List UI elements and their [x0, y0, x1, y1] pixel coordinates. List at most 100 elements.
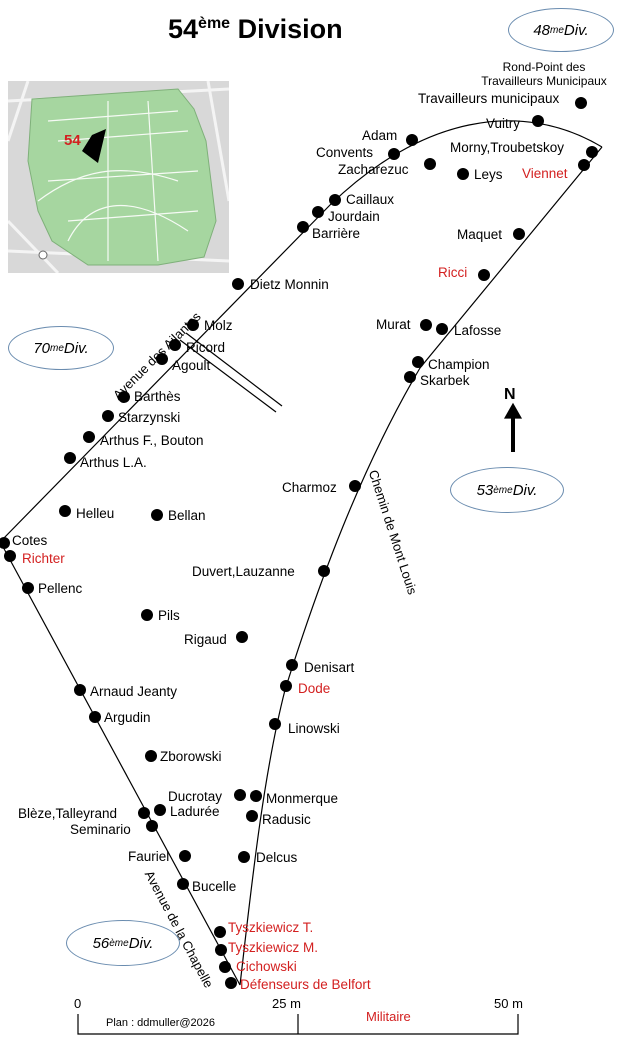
grave-marker	[219, 961, 231, 973]
page-title: 54ème Division	[168, 14, 343, 44]
grave-label: Starzynski	[118, 410, 181, 425]
grave-label: Dode	[298, 681, 331, 696]
grave-label: Seminario	[70, 822, 131, 837]
grave-label: Caillaux	[346, 192, 395, 207]
grave-marker	[102, 410, 114, 422]
grave-marker	[478, 269, 490, 281]
grave-marker	[232, 278, 244, 290]
scale-50m: 50 m	[494, 996, 523, 1011]
grave-marker	[4, 550, 16, 562]
grave-label: Richter	[22, 551, 65, 566]
grave-label: Maquet	[457, 227, 503, 242]
grave-marker	[141, 609, 153, 621]
grave-label: Défenseurs de Belfort	[240, 977, 371, 992]
grave-marker	[318, 565, 330, 577]
grave-label: Fauriel	[128, 849, 170, 864]
grave-marker	[234, 789, 246, 801]
grave-marker	[349, 480, 361, 492]
grave-label: Cichowski	[236, 959, 297, 974]
grave-marker	[297, 221, 309, 233]
grave-marker	[225, 977, 237, 989]
grave-label: Lafosse	[454, 323, 502, 338]
division-outline	[1, 120, 603, 1035]
grave-marker	[575, 97, 587, 109]
avenue-ailantes-line	[1, 120, 603, 541]
grave-marker	[250, 790, 262, 802]
grave-marker	[145, 750, 157, 762]
grave-label: Arthus L.A.	[80, 455, 147, 470]
grave-marker	[280, 680, 292, 692]
avenue-chapelle-line	[1, 544, 241, 986]
grave-marker	[513, 228, 525, 240]
grave-label: Molz	[204, 318, 233, 333]
grave-label: Dietz Monnin	[250, 277, 329, 292]
militaire-label: Militaire	[366, 1009, 411, 1024]
grave-label: Jourdain	[328, 209, 380, 224]
scale-zero: 0	[74, 996, 82, 1011]
grave-label: Adam	[362, 128, 398, 143]
grave-label: Duvert,Lauzanne	[192, 564, 295, 579]
grave-label: Champion	[428, 357, 490, 372]
grave-marker	[269, 718, 281, 730]
inset-location-map: 54	[8, 81, 229, 273]
grave-label: Skarbek	[420, 373, 470, 388]
grave-label: Radusic	[262, 812, 311, 827]
grave-label: Travailleurs municipaux	[418, 91, 560, 106]
grave-marker	[156, 353, 168, 365]
grave-marker	[74, 684, 86, 696]
grave-label: Pils	[158, 608, 180, 623]
grave-label: Rigaud	[184, 632, 227, 647]
scale-25m: 25 m	[272, 996, 301, 1011]
grave-marker	[412, 356, 424, 368]
grave-marker	[83, 431, 95, 443]
grave-label: Linowski	[288, 721, 340, 736]
grave-marker	[169, 339, 181, 351]
grave-marker	[179, 850, 191, 862]
grave-marker	[424, 158, 436, 170]
path-line-b	[185, 332, 283, 407]
north-label: N	[504, 386, 516, 403]
grave-marker	[457, 168, 469, 180]
grave-label: Zborowski	[160, 749, 222, 764]
grave-marker	[246, 810, 258, 822]
grave-marker	[238, 851, 250, 863]
grave-marker	[59, 505, 71, 517]
grave-marker	[406, 134, 418, 146]
grave-marker	[420, 319, 432, 331]
grave-label: Vuitry	[486, 116, 521, 131]
grave-marker	[214, 926, 226, 938]
grave-marker	[404, 371, 416, 383]
grave-label: Helleu	[76, 506, 115, 521]
grave-marker	[329, 194, 341, 206]
plan-credit: Plan : ddmuller@2026	[106, 1017, 216, 1029]
grave-marker	[89, 711, 101, 723]
grave-marker	[177, 878, 189, 890]
scale-bar	[77, 1014, 519, 1035]
grave-marker	[436, 323, 448, 335]
grave-marker	[118, 391, 130, 403]
grave-label: Cotes	[12, 533, 48, 548]
grave-markers	[0, 97, 598, 989]
grave-marker	[146, 820, 158, 832]
grave-marker	[586, 146, 598, 158]
grave-label: Ricci	[438, 265, 468, 280]
inset-highlight-label: 54	[64, 132, 81, 149]
inset-map-graphic	[8, 81, 229, 273]
grave-marker	[532, 115, 544, 127]
grave-marker	[187, 319, 199, 331]
grave-label: Tyszkiewicz T.	[228, 920, 314, 935]
grave-label: Agoult	[172, 358, 211, 373]
grave-label: Convents	[316, 145, 374, 160]
path-line-a	[179, 339, 277, 413]
grave-marker	[286, 659, 298, 671]
grave-label: Ladurée	[170, 804, 220, 819]
grave-label: Barrière	[312, 226, 361, 241]
grave-marker	[0, 537, 10, 549]
grave-label: Bucelle	[192, 879, 237, 894]
grave-marker	[312, 206, 324, 218]
grave-label: Arthus F., Bouton	[100, 433, 204, 448]
